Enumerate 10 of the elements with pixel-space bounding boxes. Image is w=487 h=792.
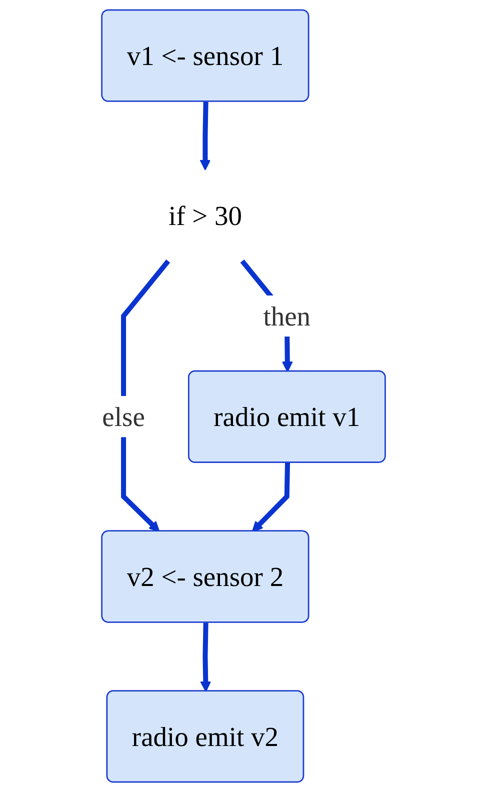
- arrow: [252, 462, 290, 532]
- process-box: v1 <- sensor 1: [101, 9, 310, 102]
- process-box: radio emit v2: [106, 690, 304, 783]
- arrow: [200, 622, 212, 692]
- arrow: [200, 102, 211, 170]
- edge-label: then: [263, 295, 311, 337]
- condition-text: if > 30: [168, 200, 242, 232]
- process-box: v2 <- sensor 2: [101, 530, 310, 623]
- process-box: radio emit v1: [188, 370, 386, 463]
- edge-label: else: [102, 396, 145, 438]
